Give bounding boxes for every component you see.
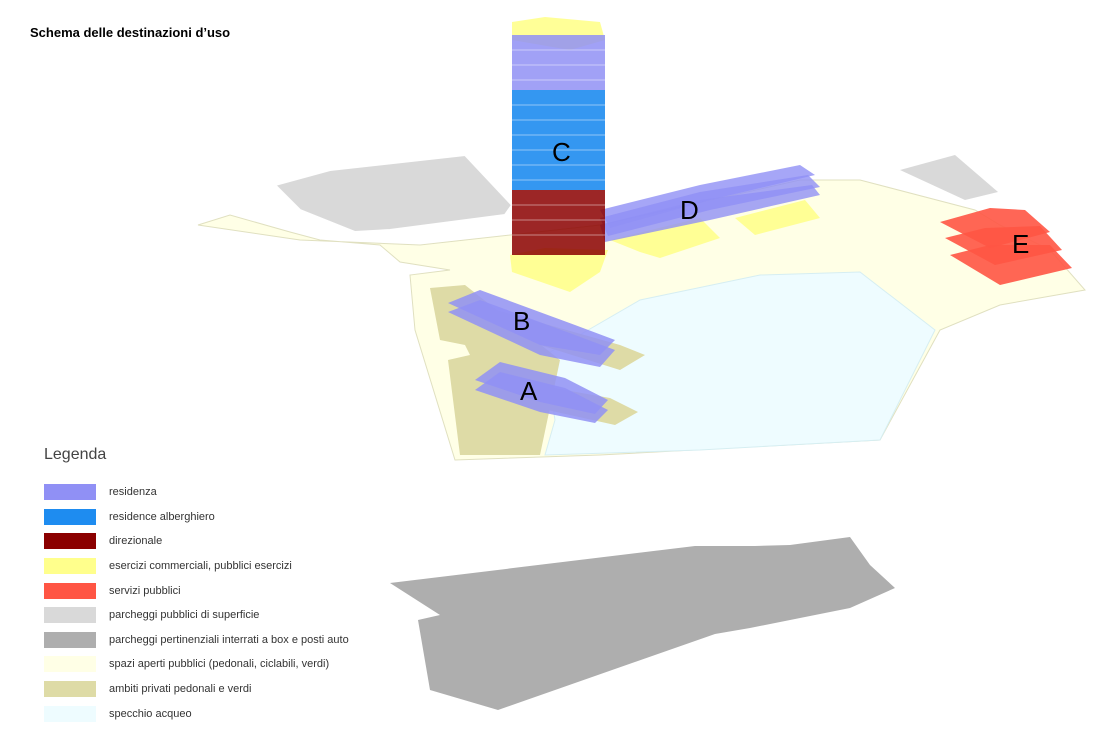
building-d-label: D <box>680 195 699 225</box>
underground-parking <box>390 537 895 710</box>
legend-item-servizi-pubblici: servizi pubblici <box>44 578 349 603</box>
legend-label: servizi pubblici <box>109 584 181 597</box>
legend-item-spazi-aperti: spazi aperti pubblici (pedonali, ciclabi… <box>44 652 349 677</box>
legend-item-esercizi-commerciali: esercizi commerciali, pubblici esercizi <box>44 554 349 579</box>
legend-swatch <box>44 607 96 624</box>
legend-label: parcheggi pertinenziali interrati a box … <box>109 633 349 646</box>
legend-label: residenza <box>109 486 157 499</box>
legend-title: Legenda <box>44 446 107 463</box>
legend-label: spazi aperti pubblici (pedonali, ciclabi… <box>109 658 330 671</box>
building-b-label: B <box>513 306 530 336</box>
legend-swatch <box>44 656 96 673</box>
legend-swatch <box>44 508 96 525</box>
building-d: D <box>600 165 820 258</box>
building-e-label: E <box>1012 229 1029 259</box>
legend-item-parcheggi-pertinenziali: parcheggi pertinenziali interrati a box … <box>44 628 349 653</box>
legend-label: residence alberghiero <box>109 510 215 523</box>
building-a: A <box>475 362 608 423</box>
legend-swatch <box>44 558 96 575</box>
legend: residenza residence alberghiero direzion… <box>44 480 349 726</box>
legend-label: direzionale <box>109 535 163 548</box>
legend-swatch <box>44 484 96 501</box>
legend-item-ambiti-privati: ambiti privati pedonali e verdi <box>44 677 349 702</box>
legend-label: esercizi commerciali, pubblici esercizi <box>109 560 292 573</box>
legend-swatch <box>44 631 96 648</box>
surface-parking-north <box>273 153 514 234</box>
building-a-label: A <box>520 376 538 406</box>
building-c-label: C <box>552 137 571 167</box>
building-b: B <box>448 290 615 367</box>
surface-parking-east <box>900 155 998 200</box>
legend-item-direzionale: direzionale <box>44 529 349 554</box>
building-c: C <box>510 17 608 292</box>
legend-swatch <box>44 681 96 698</box>
building-e: E <box>940 208 1072 285</box>
legend-swatch <box>44 533 96 550</box>
legend-item-parcheggi-pubblici: parcheggi pubblici di superficie <box>44 603 349 628</box>
legend-label: specchio acqueo <box>109 707 192 720</box>
diagram-title: Schema delle destinazioni d’uso <box>30 25 231 40</box>
water-basin <box>544 271 936 456</box>
legend-item-residenza: residenza <box>44 480 349 505</box>
legend-item-specchio-acqueo: specchio acqueo <box>44 701 349 726</box>
legend-label: ambiti privati pedonali e verdi <box>109 683 252 696</box>
legend-swatch <box>44 582 96 599</box>
legend-item-residence-alberghiero: residence alberghiero <box>44 505 349 530</box>
legend-label: parcheggi pubblici di superficie <box>109 609 260 622</box>
legend-swatch <box>44 705 96 722</box>
